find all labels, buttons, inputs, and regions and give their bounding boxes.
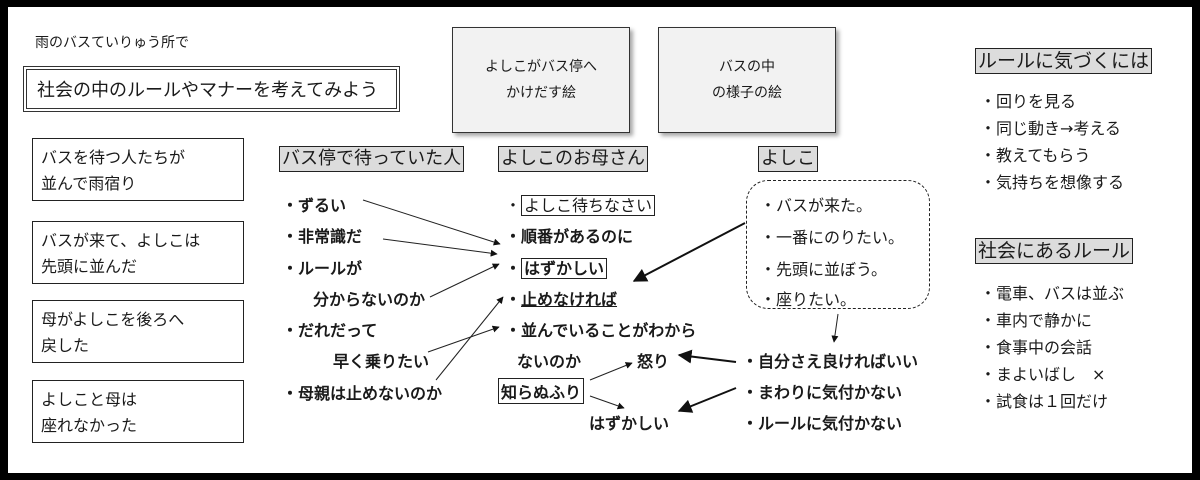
arrow-bubble-to-evaluation — [831, 313, 839, 343]
arrow-bubble-to-stop — [632, 222, 746, 282]
yoshiko-evaluation: ・ルールに気付かない — [742, 414, 903, 433]
yoshiko-thought: ・一番にのりたい。 — [760, 228, 905, 247]
arrow-hurry-to-queue — [427, 325, 500, 353]
society-rules-list: ・電車、バスは並ぶ ・車内で静かに ・食事中の会話 ・まよいばし × ・試食は１… — [980, 280, 1124, 415]
mother-header: よしこのお母さん — [498, 146, 648, 172]
bullet: ・ — [505, 321, 522, 340]
theme-text: 社会の中のルールやマナーを考えてみよう — [37, 80, 379, 101]
waiting-opinion: ・母親は止めないのか — [282, 384, 443, 403]
scene-line: よしこと母は — [41, 390, 138, 409]
waiting-opinion: 早く乗りたい — [333, 352, 430, 371]
noticing-rule-item: ・回りを見る — [980, 92, 1077, 111]
yoshiko-thought-bubble — [746, 180, 930, 309]
pretend-not-knowing: 知らぬふり — [498, 378, 585, 404]
mother-thought: 並んでいることがわから — [521, 321, 697, 340]
society-rule-item: ・車内で静かに — [980, 311, 1093, 330]
picture-caption-line2: の様子の絵 — [712, 85, 782, 101]
bullet: ・ — [505, 259, 522, 278]
arrow-selfish-to-anger — [677, 349, 737, 364]
mother-call-boxed: よしこ待ちなさい — [521, 195, 656, 216]
picture-caption-line2: かけだす絵 — [506, 85, 576, 101]
scene-line: 母がよしこを後ろへ — [41, 310, 185, 329]
theme-box: 社会の中のルールやマナーを考えてみよう — [23, 66, 400, 112]
arrow-pretend-to-shame — [589, 395, 625, 410]
arrow-pretend-to-anger — [589, 362, 633, 381]
society-rule-item: ・電車、バスは並ぶ — [980, 284, 1125, 303]
yoshiko-thought: ・バスが来た。 — [760, 196, 873, 215]
noticing-rule-item: ・気持ちを想像する — [980, 173, 1125, 192]
scene-line: 戻した — [41, 336, 90, 355]
arrow-unfair-to-shame — [362, 199, 501, 246]
waiting-people-header: バス停で待っていた人 — [279, 146, 465, 172]
society-rules-header: 社会にあるルール — [975, 238, 1134, 264]
noticing-rules-header: ルールに気づくには — [975, 48, 1153, 74]
arrow-rules-to-shame — [429, 263, 500, 298]
arrow-rude-to-shame — [382, 238, 498, 257]
noticing-rule-item: ・同じ動き→考える — [980, 119, 1121, 138]
picture-placeholder-running: よしこがバス停へ かけだす絵 — [452, 27, 630, 133]
scene-line: 座れなかった — [41, 416, 138, 435]
waiting-opinion: ・ずるい — [282, 196, 347, 215]
waiting-opinion: ・だれだって — [282, 321, 378, 340]
arrow-unaware-to-shame — [677, 387, 737, 413]
mother-item: ・並んでいることがわから — [505, 317, 696, 341]
yoshiko-thought: ・先頭に並ぼう。 — [760, 260, 888, 279]
society-rule-item: ・食事中の会話 — [980, 338, 1093, 357]
scene-line: 並んで雨宿り — [41, 174, 137, 193]
bullet: ・ — [505, 290, 522, 309]
anger-label: 怒り — [637, 352, 670, 371]
mother-item: ・順番があるのに — [505, 223, 633, 247]
society-rule-item: ・まよいばし × — [980, 365, 1106, 384]
arrow-mother-to-stop — [435, 296, 504, 381]
picture-caption-line1: よしこがバス停へ — [485, 59, 597, 75]
mother-item: ・よしこ待ちなさい — [505, 192, 656, 216]
mother-must-stop-underlined: 止めなければ — [521, 290, 618, 309]
bullet: ・ — [505, 196, 522, 215]
scene-box: バスが来て、よしこは 先頭に並んだ — [32, 221, 244, 284]
scene-line: バスを待つ人たちが — [41, 148, 186, 167]
mother-item: ・はずかしい — [505, 255, 608, 279]
mother-item: ・止めなければ — [505, 286, 617, 310]
mother-shame-boxed: はずかしい — [521, 258, 608, 279]
yoshiko-header: よしこ — [758, 146, 818, 172]
scene-line: バスが来て、よしこは — [41, 231, 201, 250]
shame-label: はずかしい — [589, 414, 670, 433]
waiting-opinion: 分からないのか — [313, 290, 426, 309]
yoshiko-thought: ・座りたい。 — [760, 290, 857, 309]
waiting-opinion: ・ルールが — [282, 259, 363, 278]
picture-caption-line1: バスの中 — [719, 59, 775, 75]
scene-box: よしこと母は 座れなかった — [32, 380, 244, 443]
yoshiko-evaluation: ・まわりに気付かない — [742, 383, 903, 402]
subtitle: 雨のバスていりゅう所で — [35, 35, 189, 51]
scene-line: 先頭に並んだ — [41, 257, 138, 276]
picture-placeholder-bus-inside: バスの中 の様子の絵 — [658, 27, 836, 133]
yoshiko-evaluation: ・自分さえ良ければいい — [742, 352, 919, 371]
scene-box: バスを待つ人たちが 並んで雨宿り — [32, 138, 244, 201]
waiting-opinion: ・非常識だ — [282, 227, 363, 246]
mother-thought: 順番があるのに — [521, 227, 634, 246]
noticing-rules-list: ・回りを見る ・同じ動き→考える ・教えてもらう ・気持ちを想像する — [980, 88, 1124, 196]
mother-item-cont: ないのか — [517, 352, 582, 371]
scene-box: 母がよしこを後ろへ 戻した — [32, 300, 244, 363]
noticing-rule-item: ・教えてもらう — [980, 146, 1091, 165]
society-rule-item: ・試食は１回だけ — [980, 392, 1109, 411]
bullet: ・ — [505, 227, 522, 246]
